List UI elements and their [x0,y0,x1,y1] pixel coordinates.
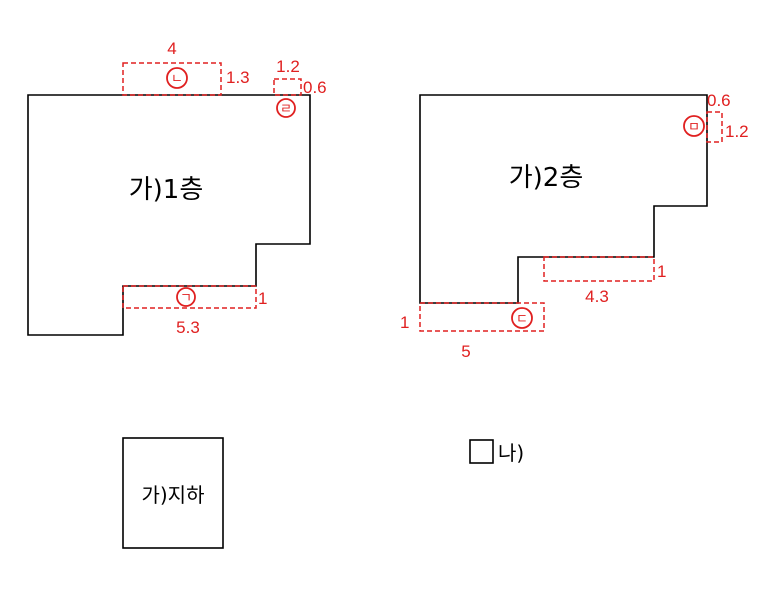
floor1-corner-length: 1.2 [276,57,300,76]
floor2-step-length: 4.3 [585,287,609,306]
floor2-step-dashed-area [543,256,655,282]
marker-mieum-circle [683,115,705,137]
floor1-bottom-dashed-area [122,285,257,309]
floor1-plan: 가)1층 ㄱ 5.3 1 ㄴ 4 1.3 ㄹ 1.2 0.6 [27,39,327,337]
floor1-title: 가)1층 [129,175,204,205]
floor1-bottom-depth: 1 [258,289,267,308]
marker-digeut: ㄷ [516,312,528,327]
floor2-step-depth: 1 [657,262,666,281]
building-b-title: 나) [498,441,524,465]
floor2-bottom-dashed-area [419,302,545,332]
building-b: 나) [469,439,524,465]
basement-outline [122,437,224,549]
marker-digeut-circle [511,307,533,329]
marker-nieun-circle [166,67,188,89]
floor1-corner-depth: 0.6 [303,78,327,97]
marker-giyeok-circle [176,287,196,307]
floor1-bottom-length: 5.3 [176,318,200,337]
building-b-outline [469,439,494,464]
marker-rieul-circle [276,98,296,118]
floor1-top-length: 4 [167,39,176,58]
marker-nieun: ㄴ [171,72,183,87]
floor1-top-depth: 1.3 [226,68,250,87]
marker-rieul: ㄹ [280,102,292,117]
floor1-outline [27,94,311,336]
floor2-plan: 가)2층 ㄷ 5 1 4.3 1 ㅁ 0.6 1.2 [400,91,749,361]
floor2-title: 가)2층 [509,163,584,193]
marker-giyeok: ㄱ [180,291,192,306]
floor2-side-length: 0.6 [707,91,731,110]
floor1-corner-dashed-area [273,78,302,96]
floor2-bottom-length: 5 [461,342,470,361]
floor1-top-dashed-area [122,62,222,96]
floor2-side-depth: 1.2 [725,122,749,141]
basement-title: 가)지하 [141,483,204,507]
basement-plan: 가)지하 [122,437,224,549]
marker-mieum: ㅁ [688,120,700,135]
floor2-side-dashed-area [706,111,723,143]
floor2-bottom-depth: 1 [400,313,409,332]
